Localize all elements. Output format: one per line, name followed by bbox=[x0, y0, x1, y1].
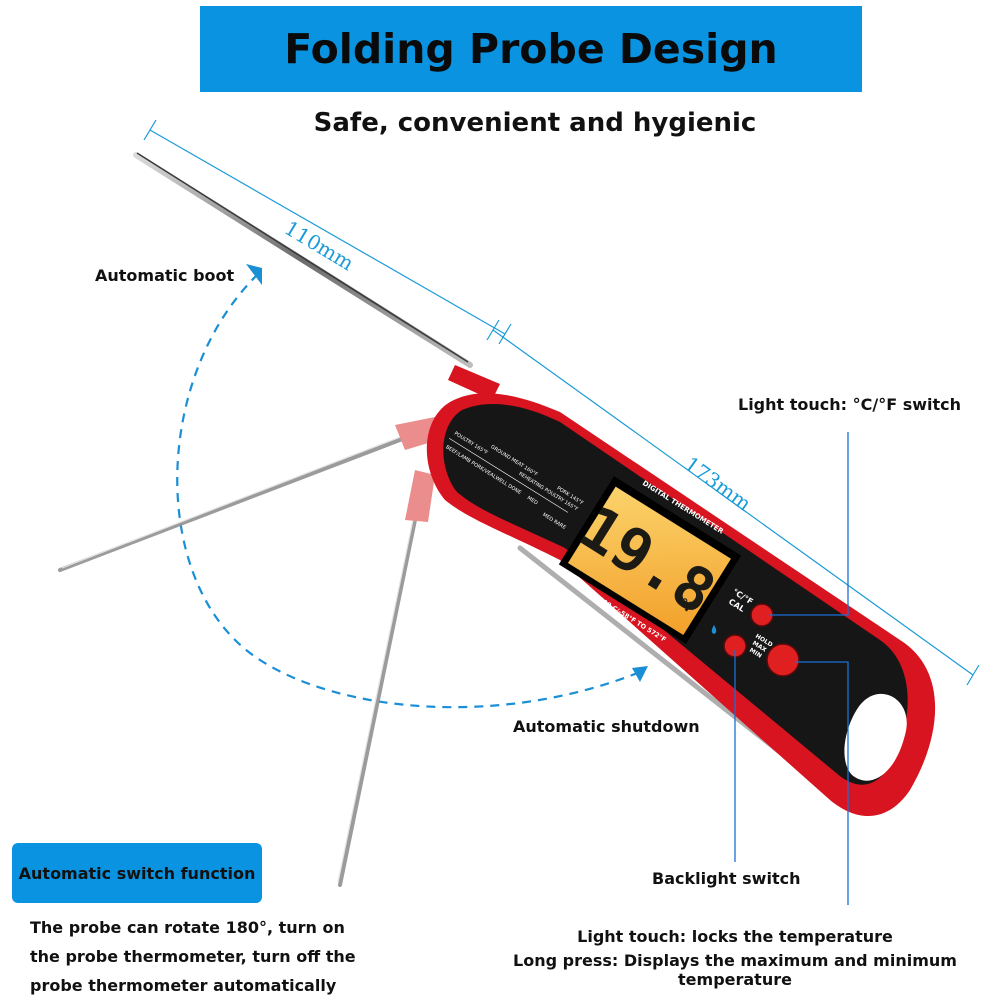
automatic-boot-label: Automatic boot bbox=[95, 266, 235, 285]
page-subtitle: Safe, convenient and hygienic bbox=[313, 108, 757, 138]
dimension-body-length bbox=[486, 319, 980, 686]
hold-note-line-2: Long press: Displays the maximum and min… bbox=[513, 951, 957, 989]
boot-arrow-icon bbox=[246, 264, 262, 285]
probe-ghost-positions bbox=[58, 416, 793, 887]
ref-bottom-3: MED bbox=[526, 495, 539, 506]
hang-loop bbox=[844, 693, 907, 781]
shutdown-arrow-icon bbox=[632, 666, 648, 682]
probe-extended bbox=[133, 152, 500, 400]
probe-length-text: 110mm bbox=[280, 216, 358, 276]
title-banner: Folding Probe Design bbox=[200, 6, 862, 92]
rotation-arc bbox=[176, 273, 641, 709]
feature-badge: Automatic switch function bbox=[12, 843, 262, 903]
page-title: Folding Probe Design bbox=[284, 25, 778, 73]
backlight-icon bbox=[711, 625, 717, 634]
backlight-switch-label: Backlight switch bbox=[652, 869, 801, 888]
feature-title: Automatic switch function bbox=[18, 863, 256, 883]
dimension-probe-length bbox=[143, 119, 512, 345]
unit-switch-label: Light touch: °C/°F switch bbox=[738, 395, 962, 414]
lcd-unit: °F bbox=[676, 595, 699, 617]
unit-switch-button[interactable] bbox=[750, 603, 774, 627]
hold-note-line-1: Light touch: locks the temperature bbox=[577, 927, 893, 946]
hold-button[interactable] bbox=[766, 643, 800, 677]
automatic-shutdown-label: Automatic shutdown bbox=[513, 717, 700, 736]
feature-description: The probe can rotate 180°, turn on the p… bbox=[30, 918, 356, 995]
callout-lines bbox=[734, 432, 849, 905]
